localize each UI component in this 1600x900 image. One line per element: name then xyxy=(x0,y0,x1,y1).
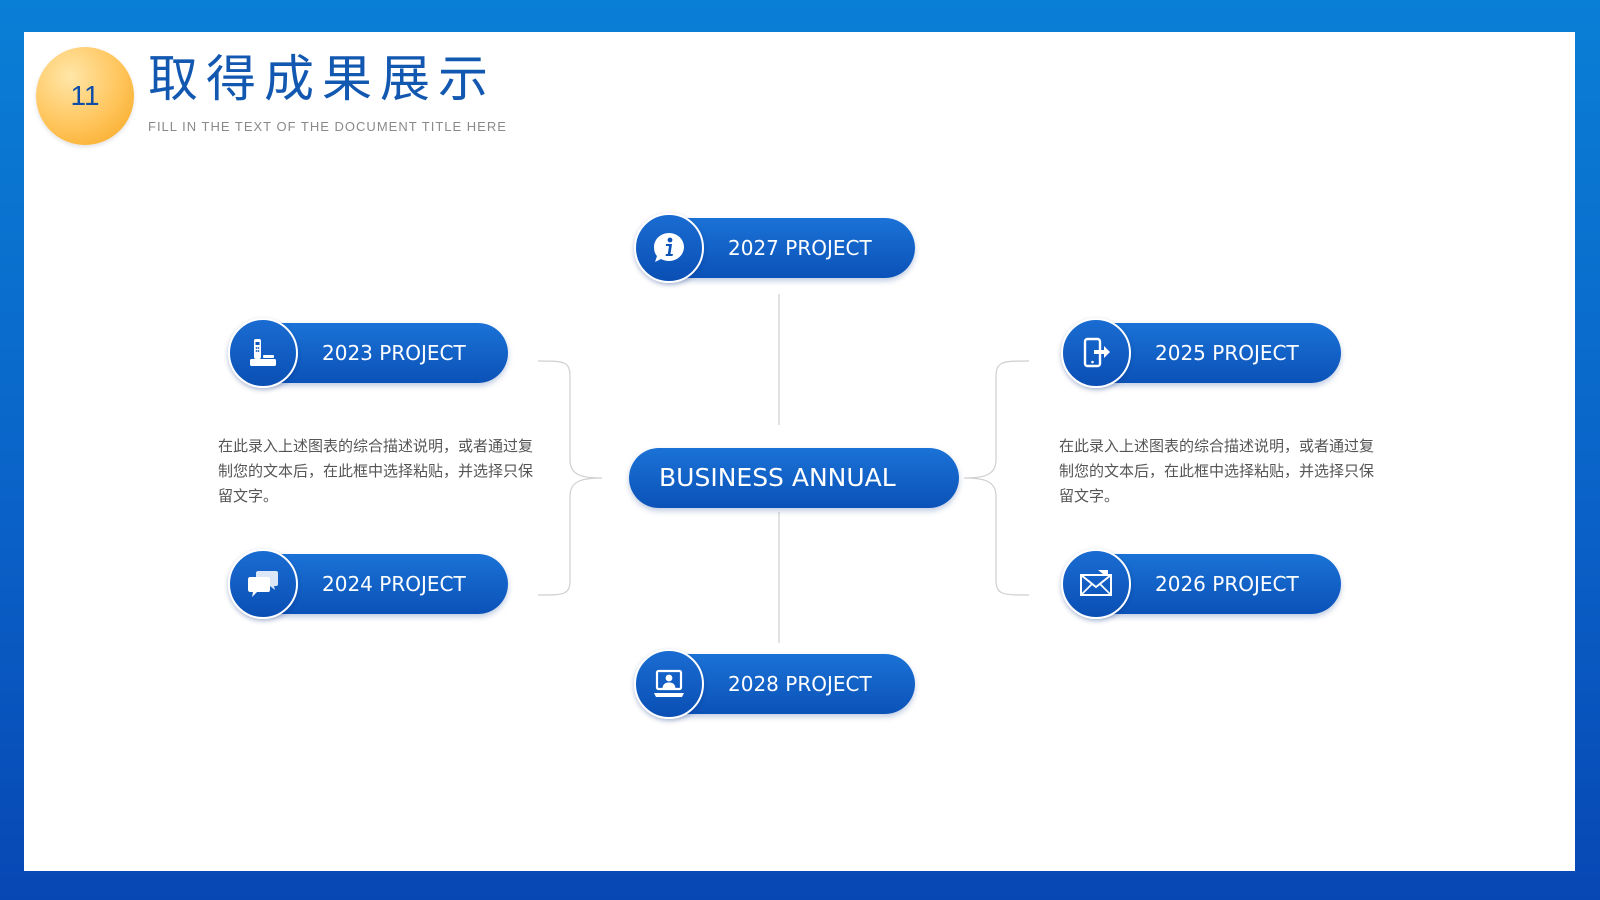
mobile-icon xyxy=(1061,318,1131,388)
project-label: 2024 PROJECT xyxy=(322,572,466,596)
project-label: 2028 PROJECT xyxy=(728,672,872,696)
project-label: 2026 PROJECT xyxy=(1155,572,1299,596)
description-left: 在此录入上述图表的综合描述说明，或者通过复制您的文本后，在此框中选择粘贴，并选择… xyxy=(218,437,534,505)
project-pill-2024[interactable]: 2024 PROJECT xyxy=(228,549,508,619)
project-label: 2025 PROJECT xyxy=(1155,341,1299,365)
project-pill-2025[interactable]: 2025 PROJECT xyxy=(1061,318,1341,388)
project-pill-2026[interactable]: 2026 PROJECT xyxy=(1061,549,1341,619)
right-brace xyxy=(963,360,1030,596)
project-label: 2027 PROJECT xyxy=(728,236,872,260)
description-right: 在此录入上述图表的综合描述说明，或者通过复制您的文本后，在此框中选择粘贴，并选择… xyxy=(1059,437,1375,505)
slide-number-badge: 11 xyxy=(36,47,134,145)
info-icon xyxy=(634,213,704,283)
page-title: 取得成果展示 xyxy=(148,50,496,108)
chat-icon xyxy=(228,549,298,619)
phone-icon xyxy=(228,318,298,388)
project-pill-2027[interactable]: 2027 PROJECT xyxy=(634,213,915,283)
project-pill-2023[interactable]: 2023 PROJECT xyxy=(228,318,508,388)
envelope-icon xyxy=(1061,549,1131,619)
slide: 11 取得成果展示 FILL IN THE TEXT OF THE DOCUME… xyxy=(24,32,1575,871)
page-subtitle: FILL IN THE TEXT OF THE DOCUMENT TITLE H… xyxy=(148,119,507,134)
user-monitor-icon xyxy=(634,649,704,719)
center-pill-business-annual[interactable]: BUSINESS ANNUAL xyxy=(629,448,959,508)
left-brace xyxy=(537,360,603,596)
project-pill-2028[interactable]: 2028 PROJECT xyxy=(634,649,915,719)
project-label: 2023 PROJECT xyxy=(322,341,466,365)
connector-lines xyxy=(537,294,1030,643)
